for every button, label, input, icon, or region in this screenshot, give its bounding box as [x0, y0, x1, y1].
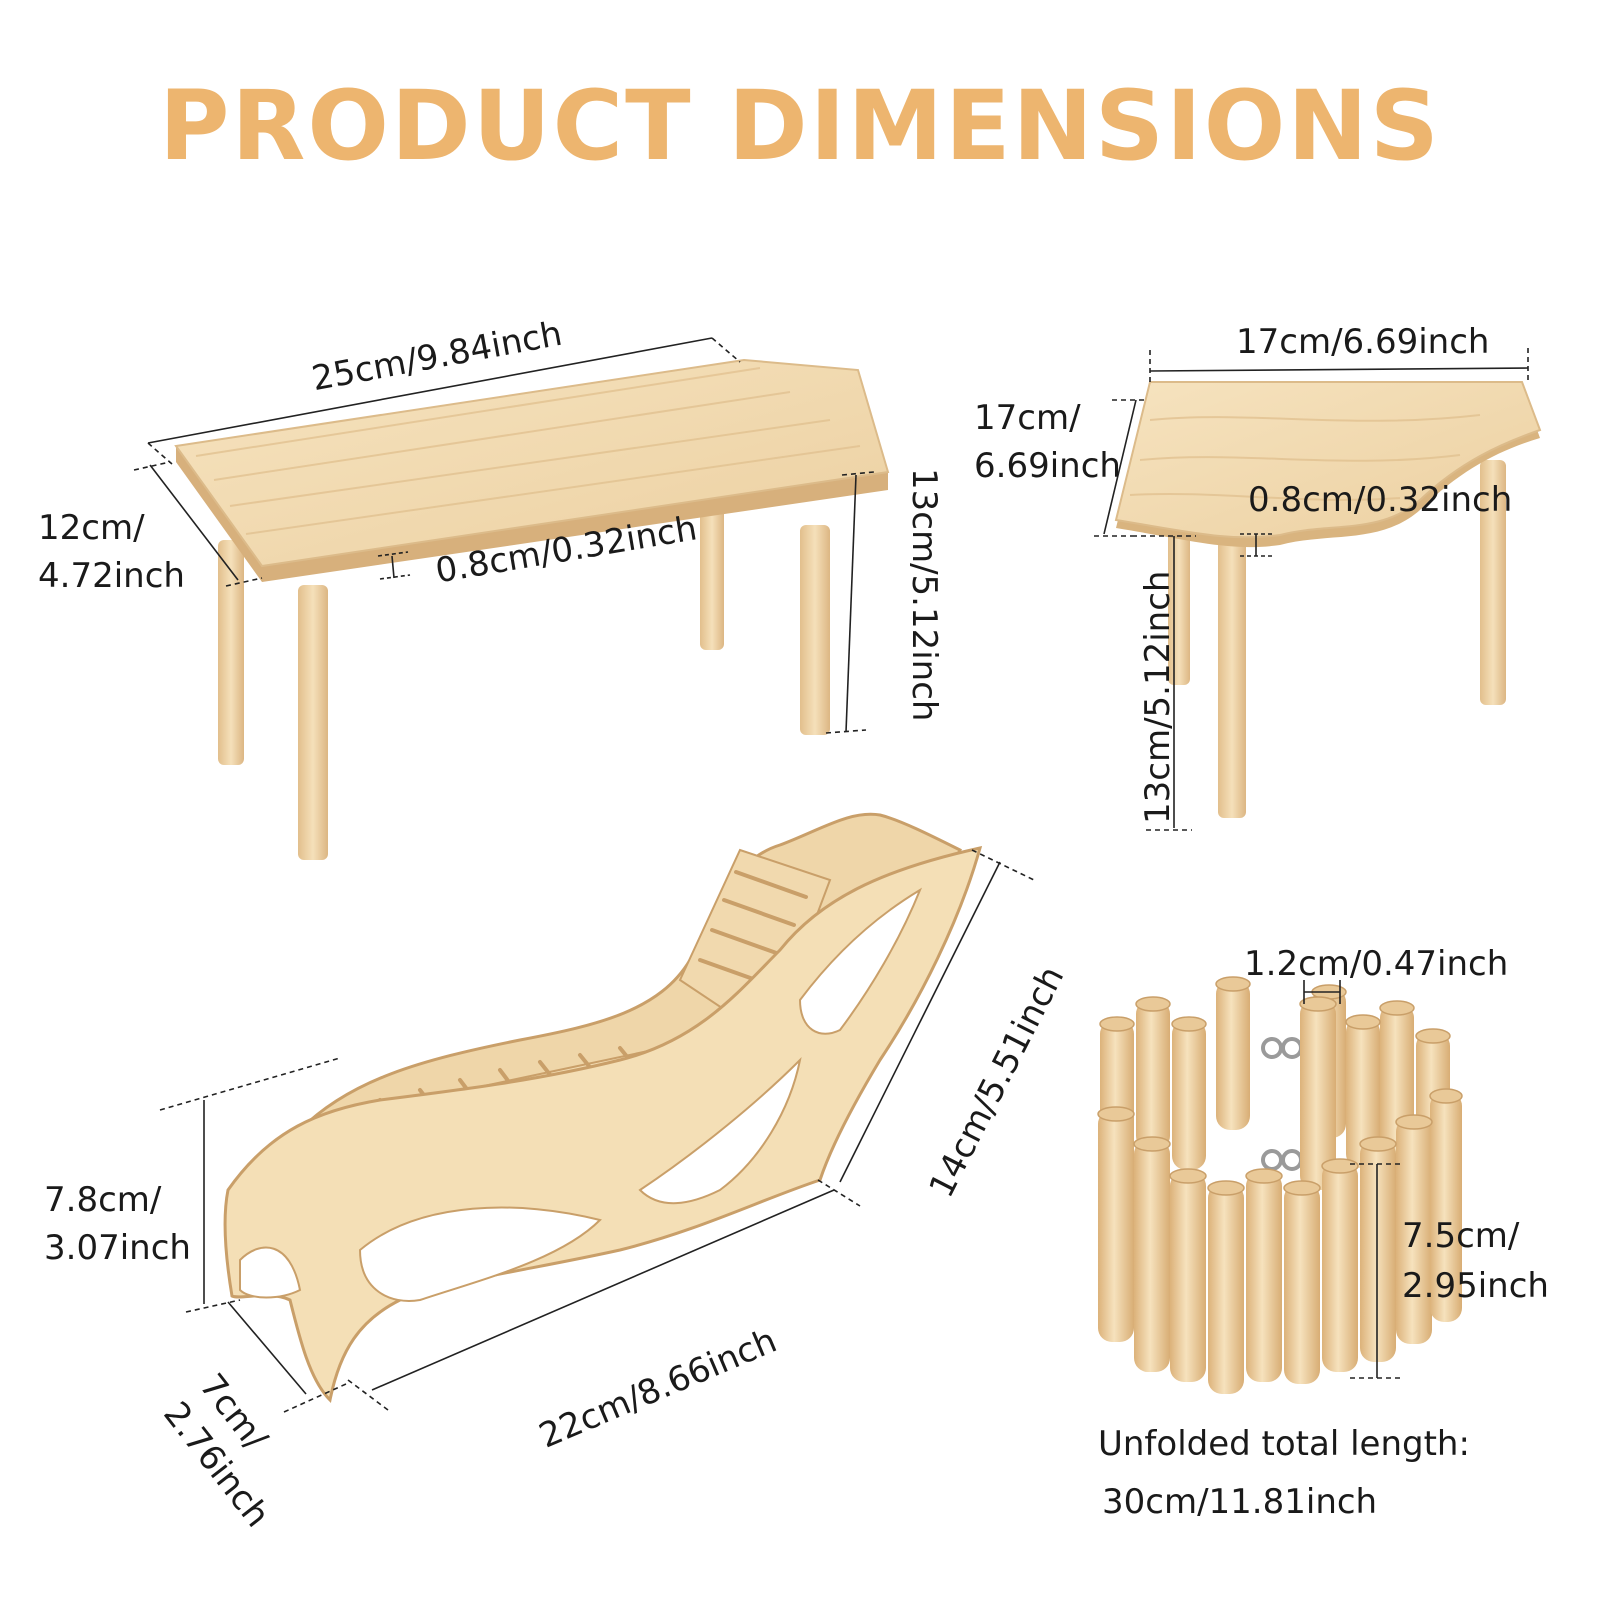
corner-table-illustration [1114, 381, 1542, 818]
fence-unfolded-label: Unfolded total length: [1098, 1424, 1470, 1464]
table-width-label-line1: 12cm/ [38, 508, 145, 548]
fence-height-label-line1: 7.5cm/ [1402, 1216, 1520, 1256]
table-height-label: 13cm/5.12inch [904, 468, 944, 722]
fence-height-label-line2: 2.95inch [1402, 1266, 1549, 1306]
table-width-label-line2: 4.72inch [38, 556, 185, 596]
fence-unfolded-value: 30cm/11.81inch [1102, 1482, 1378, 1522]
chair-height-label-line1: 7.8cm/ [44, 1180, 162, 1220]
corner-table-thickness-label: 0.8cm/0.32inch [1248, 480, 1513, 520]
fence-illustration [1097, 976, 1463, 1394]
fence-stick-diameter-label: 1.2cm/0.47inch [1244, 944, 1509, 984]
lounge-chair-illustration [223, 812, 983, 1404]
corner-table-side-b-label-line2: 6.69inch [974, 446, 1121, 486]
chair-height-label-line2: 3.07inch [44, 1228, 191, 1268]
page-title: PRODUCT DIMENSIONS [159, 70, 1441, 182]
corner-table-side-b-label-line1: 17cm/ [974, 398, 1081, 438]
table-illustration [174, 358, 890, 860]
corner-table-height-label: 13cm/5.12inch [1138, 570, 1178, 824]
corner-table-side-a-label: 17cm/6.69inch [1236, 322, 1490, 362]
